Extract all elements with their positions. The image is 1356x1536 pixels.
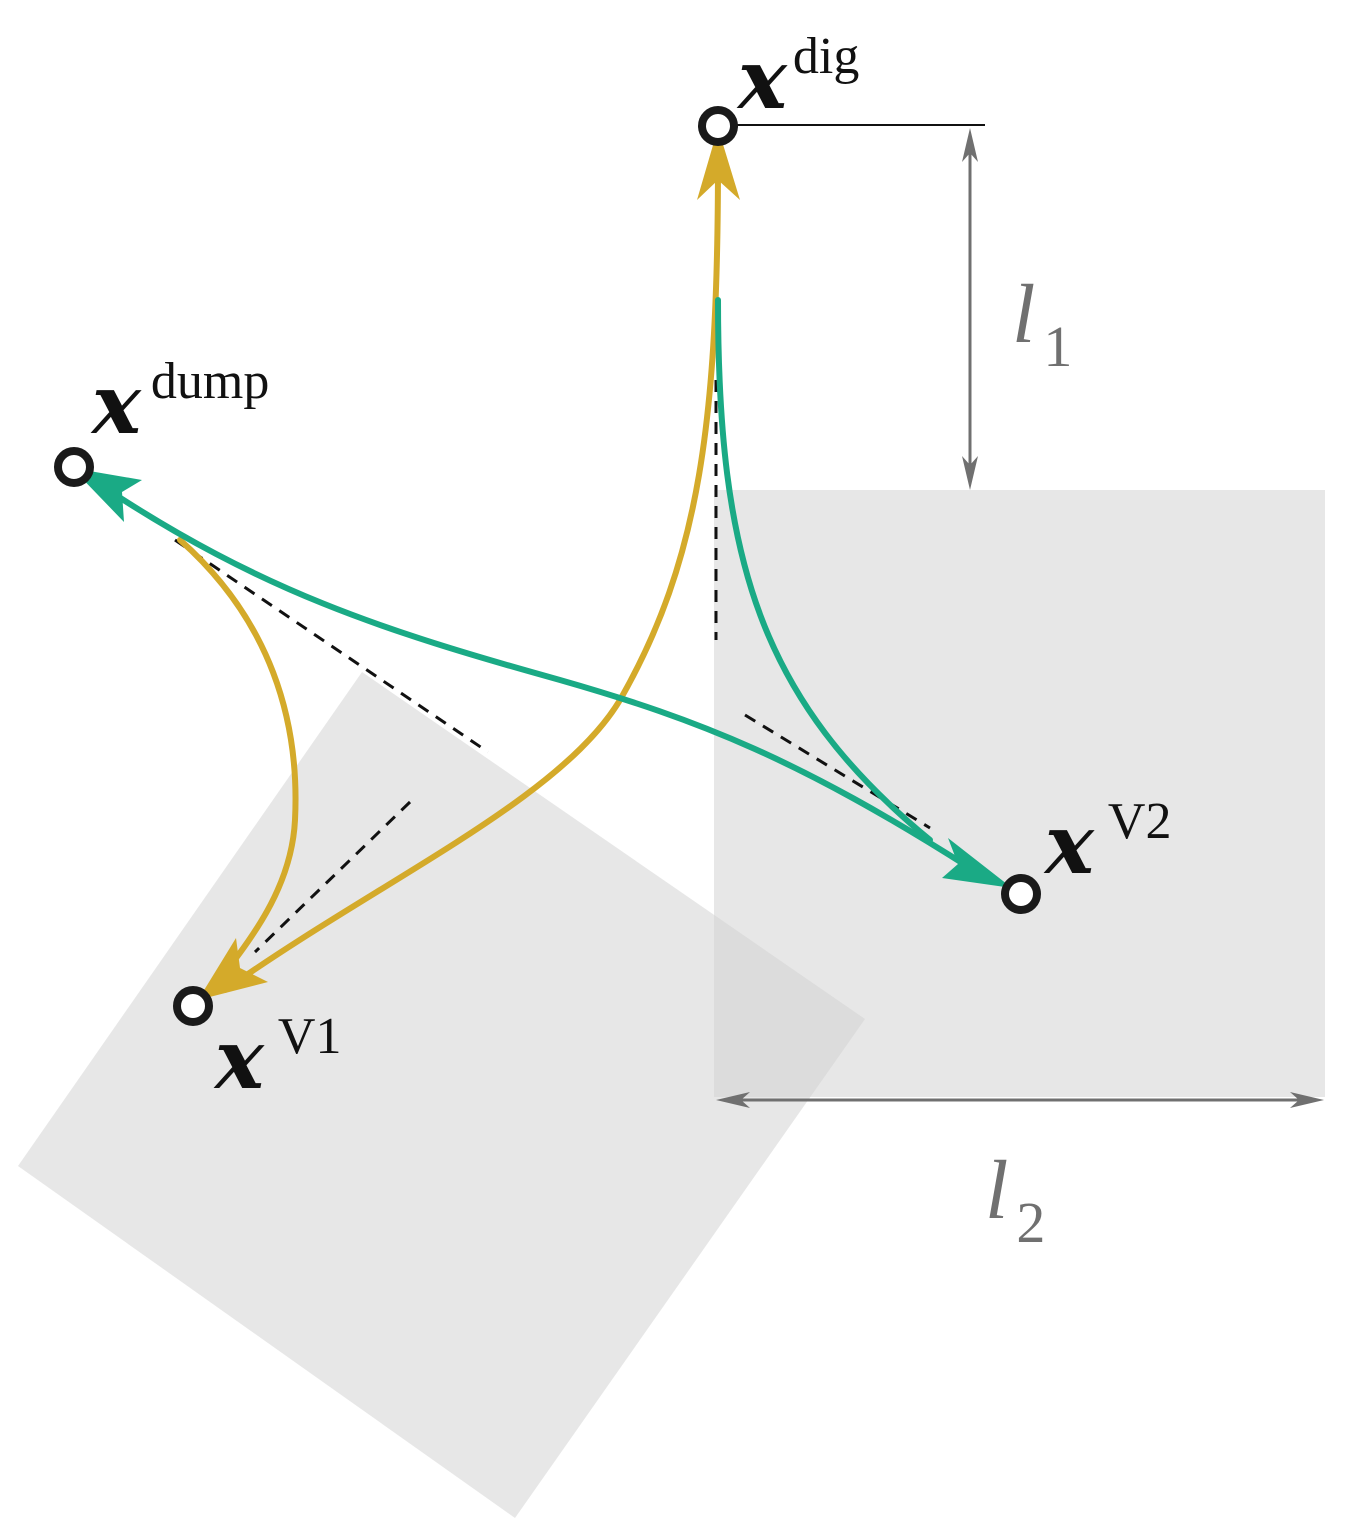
point-markers — [54, 106, 1041, 1026]
dimension-l1 — [735, 124, 985, 490]
dimension-l2-arrowhead-right — [1290, 1092, 1324, 1108]
tangent-line-v1 — [253, 800, 412, 954]
label-x-v2-superscript: V2 — [1108, 793, 1172, 850]
label-x-dig-superscript: dig — [793, 28, 859, 85]
gold-trajectory-dump-to-v1 — [177, 537, 299, 988]
tangent-line-dump — [174, 538, 489, 754]
point-v1-marker — [173, 986, 213, 1026]
dimension-l2 — [716, 1092, 1324, 1108]
label-x-v1-superscript: V1 — [278, 1008, 342, 1065]
teal-trajectory-dig-to-v2 — [715, 297, 933, 843]
point-v2-marker — [1001, 874, 1041, 914]
tangent-line-v2 — [744, 713, 931, 830]
tangent-lines — [174, 380, 931, 954]
dimension-l2-arrowhead-left — [716, 1092, 750, 1108]
dimension-l1-arrowhead-top — [962, 128, 978, 162]
teal-arrowhead-to-dump — [72, 468, 142, 522]
square-region-v1 — [18, 672, 865, 1518]
label-x-dump-superscript: dump — [151, 353, 269, 410]
label-x-dig-symbol: x — [736, 32, 788, 128]
label-l1-subscript: 1 — [1043, 314, 1072, 379]
label-x-v2-symbol: x — [1043, 797, 1095, 893]
point-dig-marker — [698, 106, 738, 146]
label-x-dump-symbol: x — [90, 357, 142, 453]
gold-arrowhead-to-v1 — [198, 938, 268, 1000]
point-dump-marker — [54, 447, 94, 487]
gold-arrowhead-to-dig — [697, 128, 740, 200]
teal-trajectories — [102, 297, 973, 871]
teal-arrowhead-to-v2 — [942, 838, 1012, 888]
dimension-l1-arrowhead-bottom — [962, 456, 978, 490]
label-l2-symbol: l — [985, 1144, 1008, 1237]
teal-trajectory-v2-to-dump — [102, 485, 973, 871]
label-l1-symbol: l — [1012, 268, 1035, 361]
label-l2-subscript: 2 — [1016, 1190, 1045, 1255]
label-x-v1-symbol: x — [213, 1012, 265, 1108]
